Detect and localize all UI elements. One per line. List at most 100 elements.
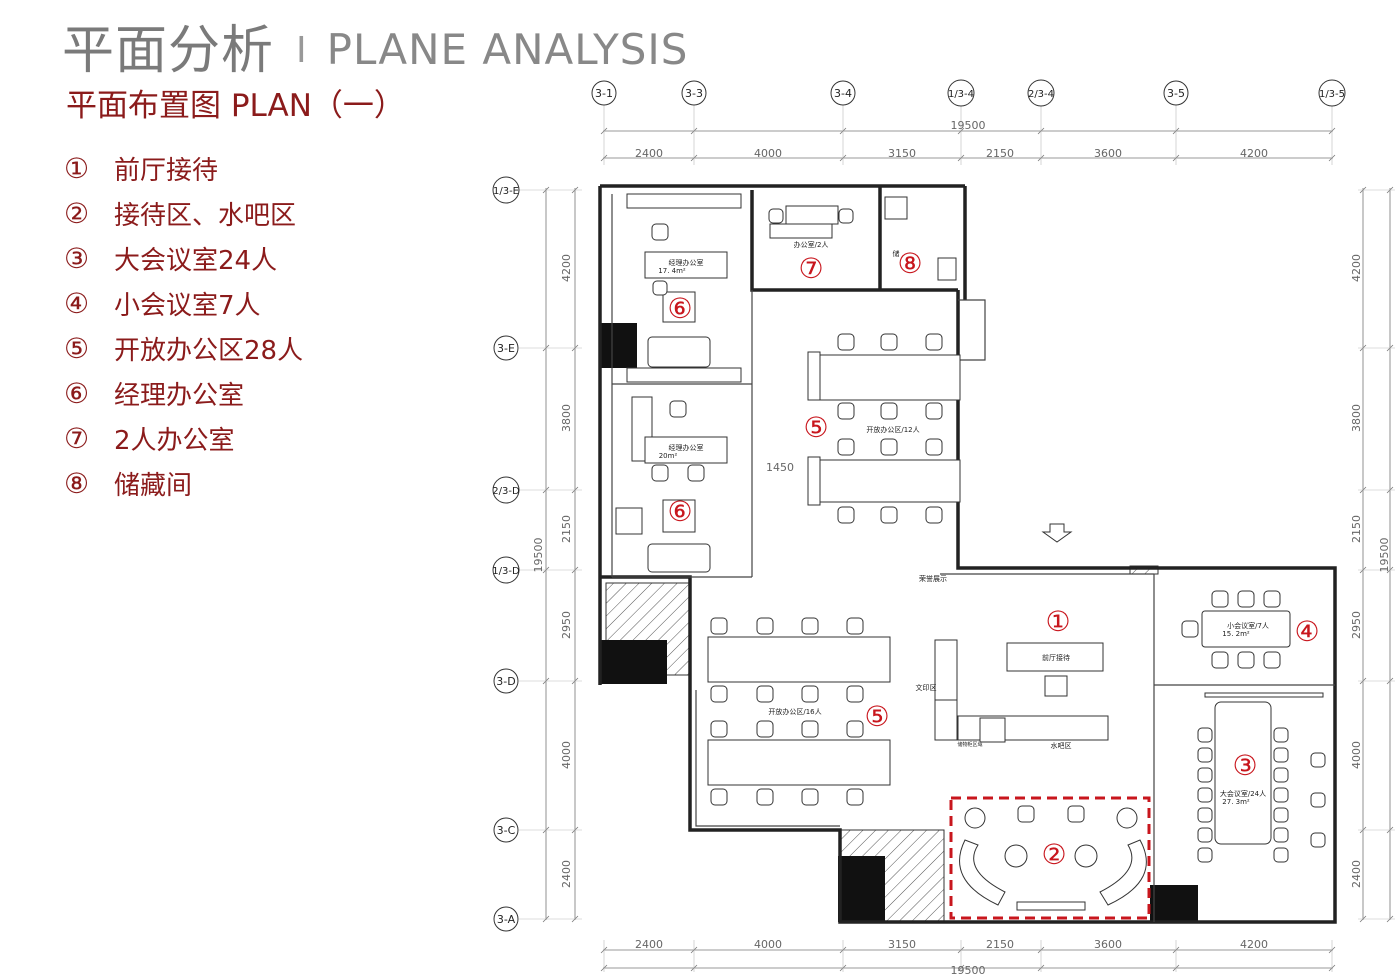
dim-text: 2150 xyxy=(1350,515,1363,543)
dim-corridor: 1450 xyxy=(766,461,794,474)
chair xyxy=(1273,847,1289,863)
dim-text: 2400 xyxy=(1350,860,1363,888)
room-label: 文印区 xyxy=(916,683,937,692)
chair xyxy=(925,506,943,524)
dim-text: 2150 xyxy=(986,147,1014,160)
dimension-texts: 19500 19500 2400 4000 3150 2150 3600 420… xyxy=(635,119,1268,975)
thin-walls xyxy=(611,194,1335,922)
room-label: 小会议室/7人 xyxy=(1227,621,1269,630)
chair xyxy=(768,208,784,224)
chair xyxy=(837,333,855,351)
chair xyxy=(710,788,728,806)
chair xyxy=(801,720,819,738)
area-marker: ③ xyxy=(1232,749,1257,782)
dim-text: 4200 xyxy=(560,254,573,282)
chairs xyxy=(651,208,1326,863)
grid-label: 1/3-E xyxy=(493,186,519,197)
dim-text: 3800 xyxy=(560,404,573,432)
dim-text: 19500 xyxy=(532,538,545,573)
dim-total-bottom: 19500 xyxy=(951,964,986,975)
dim-text: 2950 xyxy=(1350,611,1363,639)
room-label: 荣誉展示 xyxy=(919,574,947,583)
room-label: 储物柜区域 xyxy=(957,741,982,748)
chair xyxy=(756,685,774,703)
grid-label: 1/3-5 xyxy=(1319,89,1345,100)
room-label: 15. 2m² xyxy=(1222,630,1250,638)
chair xyxy=(1197,787,1213,803)
chair xyxy=(1263,651,1281,669)
chair xyxy=(1273,807,1289,823)
area-marker: ⑦ xyxy=(798,252,823,285)
plan-subtitle: 平面布置图 PLAN（一） xyxy=(66,88,405,124)
room-label: 办公室/2人 xyxy=(794,240,829,249)
area-marker: ⑤ xyxy=(803,411,828,444)
grid-label: 3-E xyxy=(497,342,515,355)
area-markers: ① ② ③ ④ ⑤ ⑤ ⑥ ⑥ ⑦ ⑧ xyxy=(667,247,1319,871)
chair xyxy=(880,402,898,420)
chair xyxy=(880,438,898,456)
room-label: 储 xyxy=(893,249,900,258)
dim-text: 4200 xyxy=(1240,938,1268,951)
grid-bubbles-left: 1/3-E 3-E 2/3-D 1/3-D 3-D 3-C 3-A xyxy=(492,176,520,932)
dim-text: 2400 xyxy=(560,860,573,888)
dim-text: 4000 xyxy=(754,147,782,160)
grid-label: 3-4 xyxy=(834,87,852,100)
chair xyxy=(837,506,855,524)
room-label: 大会议室/24人 xyxy=(1220,789,1266,798)
chair xyxy=(1263,590,1281,608)
chair xyxy=(1197,727,1213,743)
chair xyxy=(880,333,898,351)
chair xyxy=(756,788,774,806)
grid-label: 1/3-D xyxy=(492,566,520,577)
room-label: 水吧区 xyxy=(1051,741,1072,750)
chair xyxy=(710,617,728,635)
chair xyxy=(846,617,864,635)
title-cn: 平面分析 xyxy=(62,21,275,81)
chair xyxy=(1310,792,1326,808)
chair xyxy=(669,400,687,418)
chair xyxy=(1197,827,1213,843)
chair xyxy=(1310,752,1326,768)
chair xyxy=(1237,651,1255,669)
dim-text: 2400 xyxy=(635,938,663,951)
room-label: 27. 3m² xyxy=(1222,798,1250,806)
dim-text: 2150 xyxy=(986,938,1014,951)
room-label: 开放办公区/12人 xyxy=(866,425,919,434)
chair xyxy=(838,208,854,224)
entry-arrow-icon xyxy=(1041,523,1073,543)
dim-text: 3600 xyxy=(1094,147,1122,160)
chair xyxy=(1310,832,1326,848)
area-marker: ⑥ xyxy=(667,292,692,325)
chair xyxy=(1273,747,1289,763)
room-label: 20m² xyxy=(659,452,678,460)
title-separator: I xyxy=(296,30,307,71)
chair xyxy=(1197,767,1213,783)
structural-blocks xyxy=(600,323,1198,923)
chair xyxy=(651,223,669,241)
chair xyxy=(846,720,864,738)
area-marker: ⑤ xyxy=(864,700,889,733)
dim-total-top: 19500 xyxy=(951,119,986,132)
chair xyxy=(1211,651,1229,669)
grid-label: 1/3-4 xyxy=(948,89,974,100)
dim-text: 3150 xyxy=(888,147,916,160)
dimension-texts-vertical: 4200 3800 2150 2950 4000 2400 19500 4200… xyxy=(532,254,1391,888)
grid-lines xyxy=(519,105,1395,972)
area-marker: ② xyxy=(1041,838,1066,871)
chair xyxy=(756,720,774,738)
chair xyxy=(846,685,864,703)
dim-text: 4000 xyxy=(560,741,573,769)
chair xyxy=(925,402,943,420)
chair xyxy=(1067,805,1085,823)
chair xyxy=(846,788,864,806)
chair xyxy=(925,438,943,456)
